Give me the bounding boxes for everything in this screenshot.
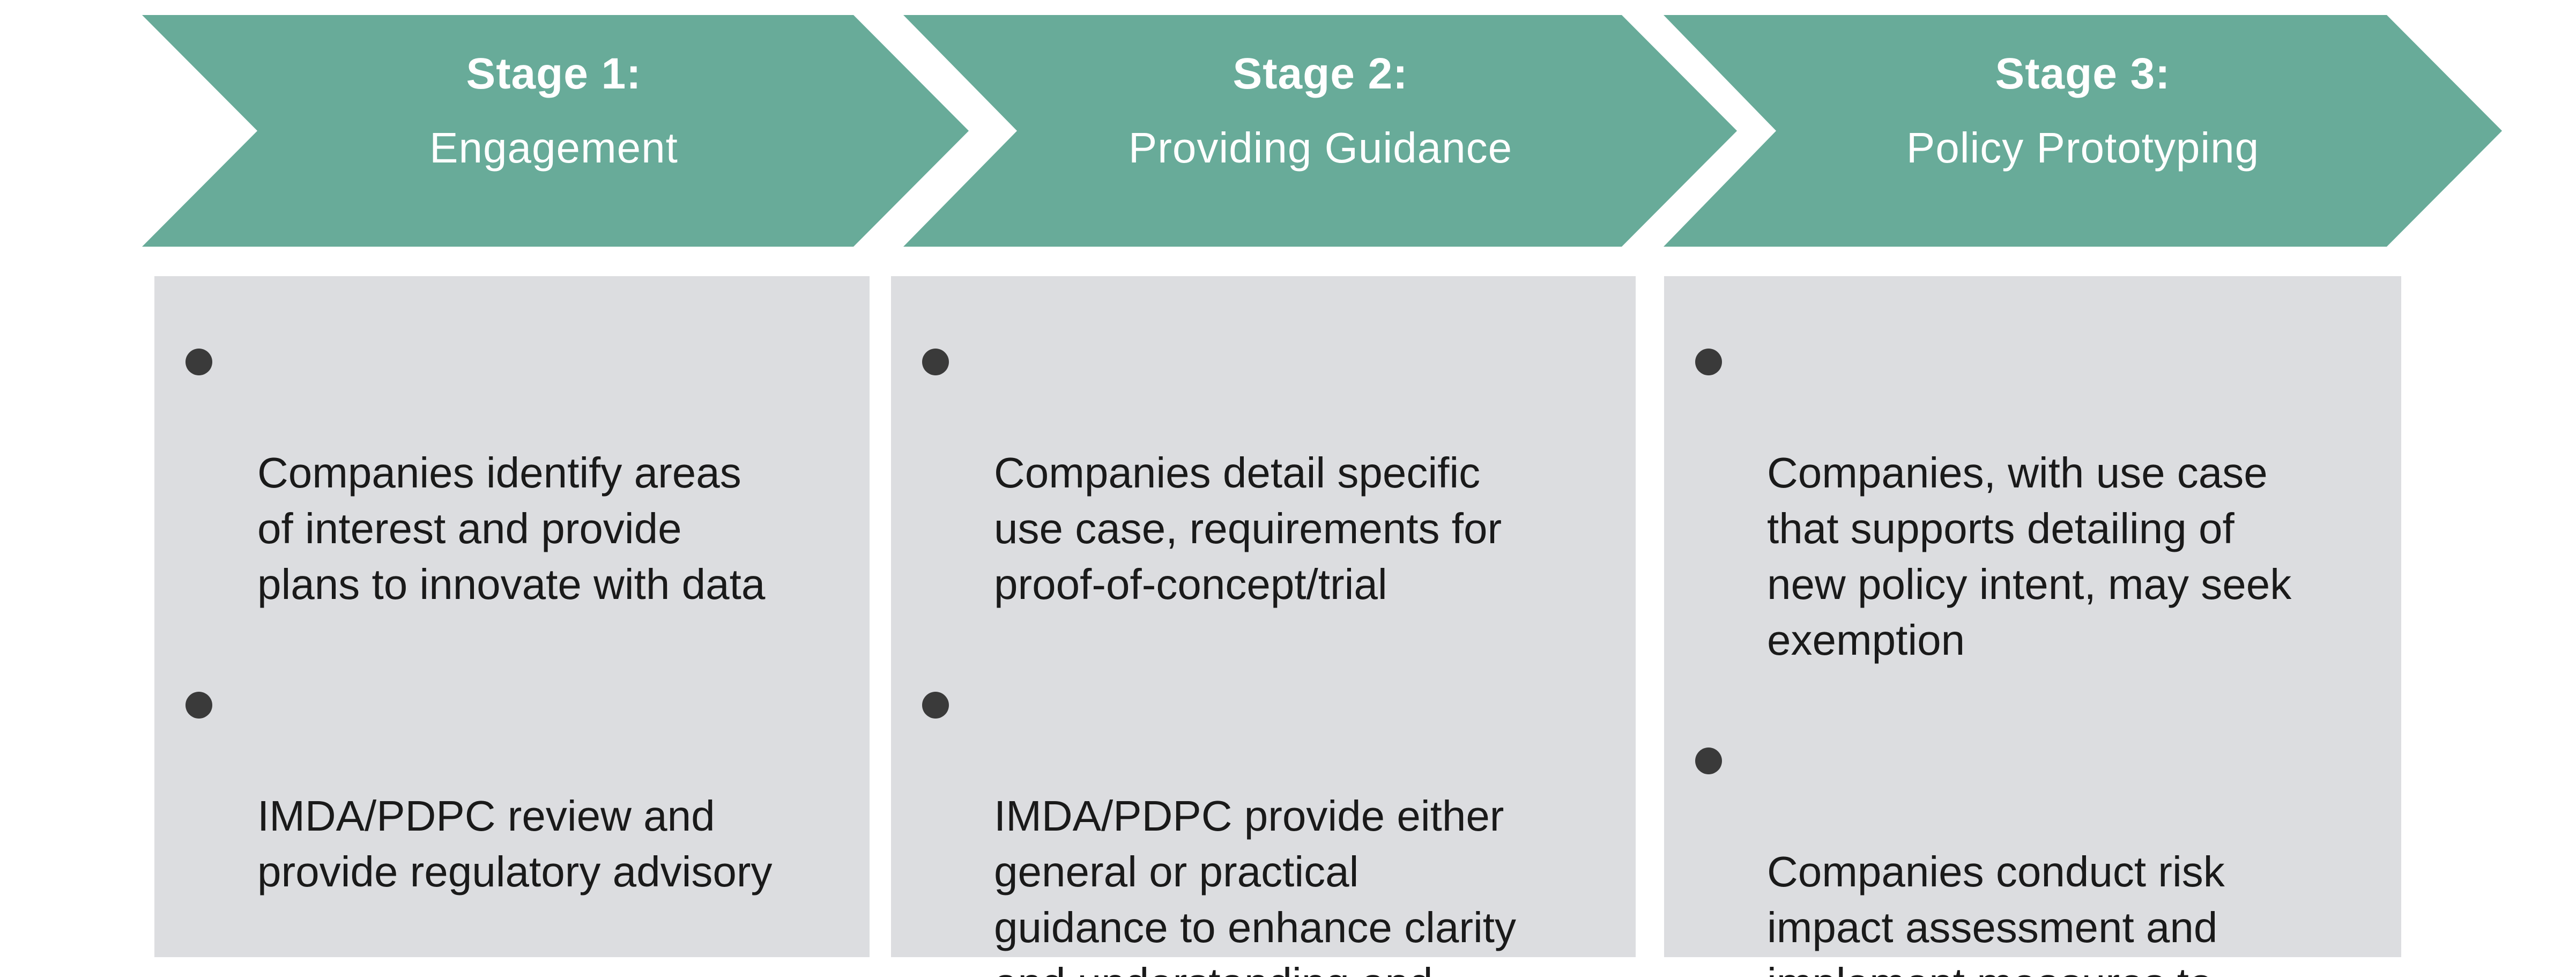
bullet-dot-icon <box>185 349 212 375</box>
stage2-bullet-list: Companies detail specific use case, requ… <box>891 334 1606 977</box>
stage2-heading: Stage 2: Providing Guidance <box>972 46 1669 176</box>
bullet-text: Companies, with use case that supports d… <box>1767 449 2292 664</box>
stage3-label: Stage 3: <box>1995 49 2171 98</box>
bullet-dot-icon <box>922 349 949 375</box>
bullet-item: Companies conduct risk impact assessment… <box>1664 732 2372 977</box>
bullet-item: IMDA/PDPC provide either general or prac… <box>891 677 1606 977</box>
bullet-text: IMDA/PDPC review and provide regulatory … <box>257 792 773 895</box>
bullet-dot-icon <box>1695 747 1722 774</box>
bullet-dot-icon <box>922 692 949 719</box>
stage1-title: Engagement <box>429 124 678 172</box>
bullet-dot-icon <box>1695 349 1722 375</box>
stage3-bullet-list: Companies, with use case that supports d… <box>1664 334 2372 977</box>
stage1-heading: Stage 1: Engagement <box>205 46 902 176</box>
stage2-chevron-shape <box>903 15 1737 247</box>
stage3-heading: Stage 3: Policy Prototyping <box>1734 46 2431 176</box>
stage1-bullet-list: Companies identify areas of interest and… <box>154 334 840 900</box>
bullet-text: Companies conduct risk impact assessment… <box>1767 848 2225 977</box>
bullet-item: Companies detail specific use case, requ… <box>891 334 1606 612</box>
stage2-title: Providing Guidance <box>1128 124 1513 172</box>
bullet-item: Companies identify areas of interest and… <box>154 334 840 612</box>
stage1-chevron-shape <box>142 15 969 247</box>
bullet-dot-icon <box>185 692 212 719</box>
bullet-item: Companies, with use case that supports d… <box>1664 334 2372 668</box>
bullet-item: IMDA/PDPC review and provide regulatory … <box>154 677 840 900</box>
stage3-detail-box: Companies, with use case that supports d… <box>1664 276 2401 977</box>
stage3-title: Policy Prototyping <box>1906 124 2260 172</box>
stage2-detail-box: Companies detail specific use case, requ… <box>891 276 1636 977</box>
stage1-detail-box: Companies identify areas of interest and… <box>154 276 870 957</box>
bullet-text: Companies identify areas of interest and… <box>257 449 766 608</box>
stage2-label: Stage 2: <box>1233 49 1408 98</box>
stage-arrows <box>142 15 2502 247</box>
stage3-chevron-shape <box>1664 15 2502 247</box>
stage1-label: Stage 1: <box>466 49 642 98</box>
bullet-text: IMDA/PDPC provide either general or prac… <box>994 792 1516 977</box>
bullet-text: Companies detail specific use case, requ… <box>994 449 1502 608</box>
